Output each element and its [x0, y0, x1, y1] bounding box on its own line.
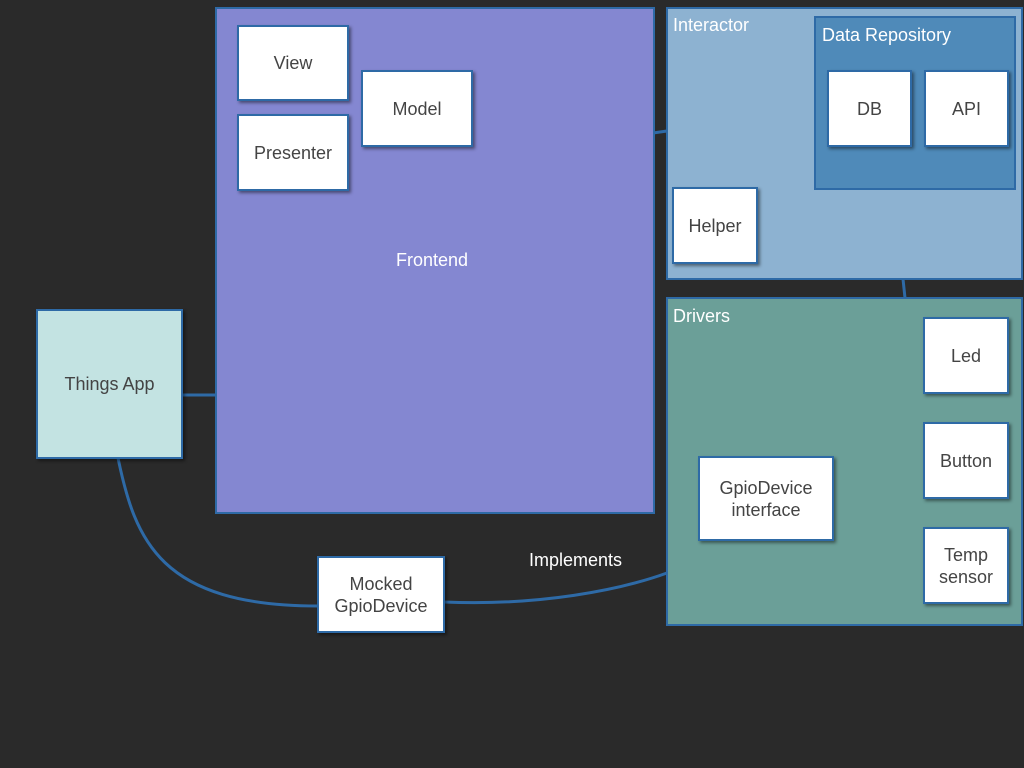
mocked-gpio-device-node[interactable]: Mocked GpioDevice [317, 556, 445, 633]
model-node[interactable]: Model [361, 70, 473, 147]
button-label: Button [939, 450, 993, 471]
drivers-label: Drivers [673, 306, 730, 326]
helper-node[interactable]: Helper [672, 187, 758, 264]
db-label: DB [856, 98, 882, 119]
temp-sensor-node[interactable]: Temp sensor [923, 527, 1009, 604]
presenter-label: Presenter [253, 142, 333, 163]
view-node[interactable]: View [237, 25, 349, 101]
model-label: Model [392, 98, 442, 119]
view-label: View [273, 53, 313, 73]
gpio-device-interface-node[interactable]: GpioDevice interface [698, 456, 834, 541]
mocked-gpio-device-line1: Mocked [349, 573, 413, 594]
gpio-device-interface-line1: GpioDevice [719, 477, 813, 498]
api-node[interactable]: API [924, 70, 1009, 147]
led-label: Led [950, 345, 982, 366]
led-node[interactable]: Led [923, 317, 1009, 394]
mocked-gpio-device-line2: GpioDevice [334, 595, 428, 616]
helper-label: Helper [688, 215, 742, 236]
interactor-label: Interactor [673, 15, 750, 35]
implements-label: Implements [529, 550, 623, 570]
connector-thingsapp-mocked [116, 457, 319, 608]
api-label: API [951, 98, 981, 119]
temp-sensor-label-line1: Temp [943, 544, 988, 565]
db-node[interactable]: DB [827, 70, 912, 147]
presenter-node[interactable]: Presenter [237, 114, 349, 191]
connector-mocked-drivers [443, 571, 668, 605]
connector-interactor-drivers [901, 278, 907, 299]
frontend-label: Frontend [396, 250, 469, 270]
things-app-node[interactable]: Things App [36, 309, 183, 459]
button-node[interactable]: Button [923, 422, 1009, 499]
connector-frontend-interactor [652, 129, 668, 135]
gpio-device-interface-line2: interface [731, 499, 801, 520]
temp-sensor-label-line2: sensor [938, 566, 994, 587]
things-app-label: Things App [64, 373, 155, 394]
data-repository-label: Data Repository [822, 25, 952, 45]
